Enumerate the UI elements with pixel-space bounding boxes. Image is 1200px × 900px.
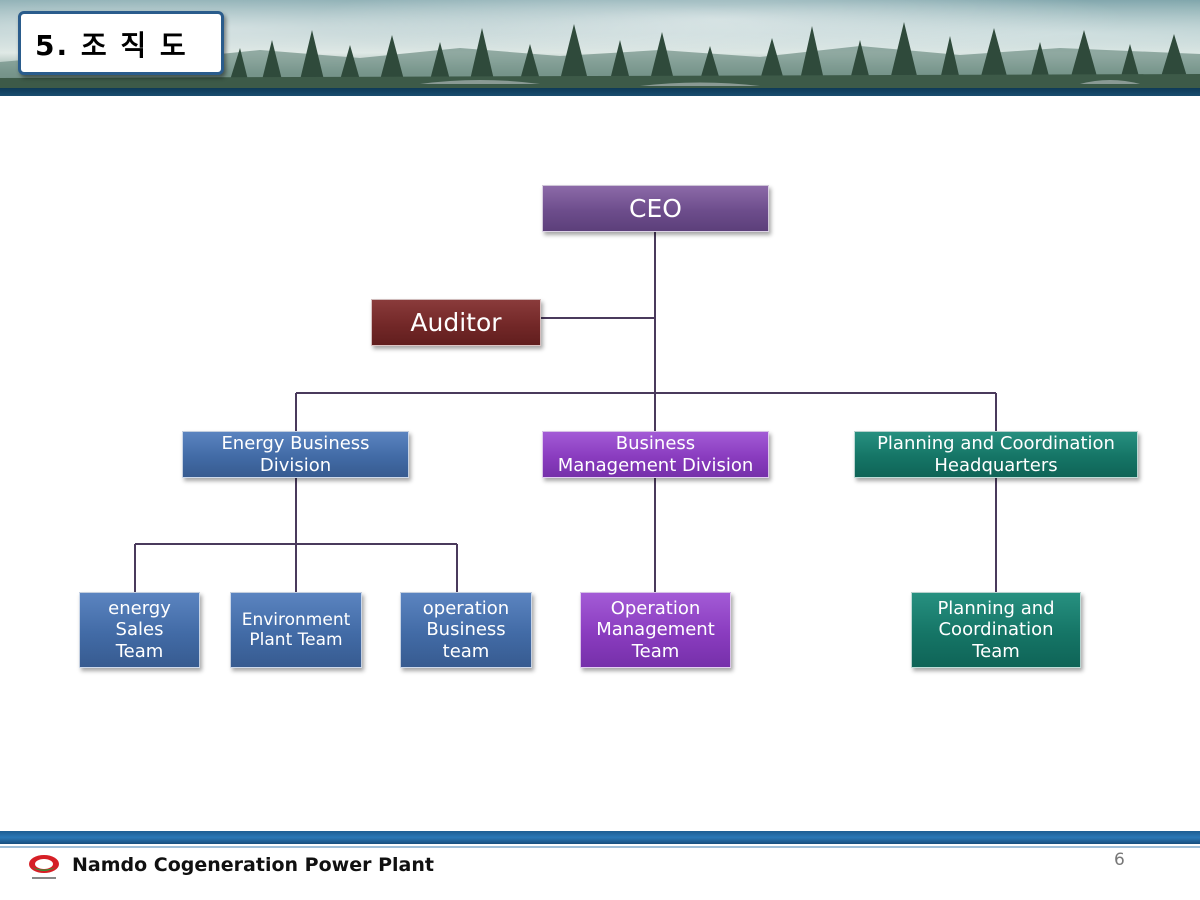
slide-title: 5. 조 직 도 <box>35 29 188 62</box>
team-label: energy Sales Team <box>108 597 171 662</box>
operation-business-team-box: operation Business team <box>400 592 532 668</box>
energy-business-division-box: Energy Business Division <box>182 431 409 478</box>
planning-coordination-team-box: Planning and Coordination Team <box>911 592 1081 668</box>
division-label: Planning and Coordination Headquarters <box>877 432 1115 476</box>
slide-title-box: 5. 조 직 도 <box>18 11 224 75</box>
team-label: Operation Management Team <box>596 597 715 662</box>
business-management-division-box: Business Management Division <box>542 431 769 478</box>
company-name: Namdo Cogeneration Power Plant <box>72 854 434 876</box>
auditor-box: Auditor <box>371 299 541 346</box>
header-banner: 5. 조 직 도 <box>0 0 1200 96</box>
division-label: Business Management Division <box>557 432 754 476</box>
operation-management-team-box: Operation Management Team <box>580 592 731 668</box>
company-logo-icon <box>29 855 59 879</box>
division-label: Energy Business Division <box>221 432 370 476</box>
banner-bottom-band <box>0 88 1200 96</box>
footer-band <box>0 831 1200 844</box>
team-label: Environment Plant Team <box>241 609 351 650</box>
auditor-label: Auditor <box>410 307 502 337</box>
environment-plant-team-box: Environment Plant Team <box>230 592 362 668</box>
page-number: 6 <box>1114 850 1125 870</box>
ceo-label: CEO <box>629 193 682 223</box>
team-label: operation Business team <box>422 597 510 662</box>
ceo-box: CEO <box>542 185 769 232</box>
footer-divider <box>0 846 1200 848</box>
energy-sales-team-box: energy Sales Team <box>79 592 200 668</box>
planning-coordination-hq-box: Planning and Coordination Headquarters <box>854 431 1138 478</box>
forest-landscape-image <box>0 22 1200 96</box>
team-label: Planning and Coordination Team <box>937 597 1055 662</box>
